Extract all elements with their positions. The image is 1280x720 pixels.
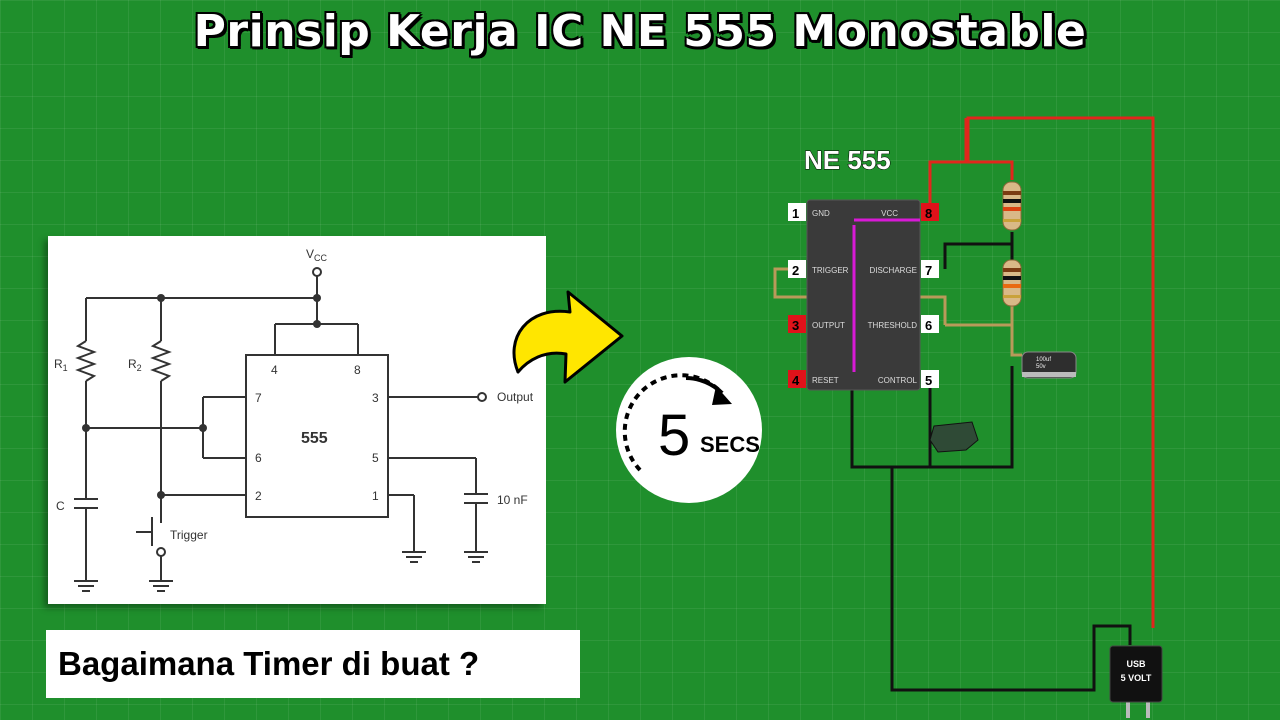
- c-label: C: [56, 499, 65, 513]
- ceramic-capacitor: [929, 421, 979, 453]
- pin5-label: 5: [372, 451, 379, 465]
- pin-2: 2 TRIGGER: [788, 260, 849, 278]
- pin-6: 6 THRESHOLD: [868, 315, 939, 333]
- timer-badge: 5 SECS: [616, 357, 762, 503]
- pin-5: 5 CONTROL: [878, 370, 939, 388]
- svg-text:2: 2: [792, 263, 799, 278]
- svg-text:4: 4: [792, 373, 800, 388]
- svg-text:8: 8: [925, 206, 932, 221]
- pin-6-label: THRESHOLD: [868, 321, 918, 330]
- svg-text:3: 3: [792, 318, 799, 333]
- pin1-label: 1: [372, 489, 379, 503]
- pin-8-label: VCC: [881, 209, 898, 218]
- pin-7-label: DISCHARGE: [869, 266, 917, 275]
- svg-text:100uf: 100uf: [1036, 357, 1051, 363]
- pin-8: 8 VCC: [881, 203, 939, 221]
- timer-arrow-icon: [712, 386, 732, 405]
- r2-label: R2: [128, 357, 142, 373]
- curved-arrow-icon: [512, 290, 624, 384]
- svg-text:1: 1: [792, 206, 799, 221]
- caption-box: Bagaimana Timer di buat ?: [46, 630, 580, 698]
- cap-10nf-label: 10 nF: [497, 493, 528, 507]
- svg-text:6: 6: [925, 318, 932, 333]
- pin-4-label: RESET: [812, 376, 839, 385]
- pin-7: 7 DISCHARGE: [869, 260, 939, 278]
- timer-unit: SECS: [700, 432, 760, 457]
- page-title: Prinsip Kerja IC NE 555 Monostable: [193, 6, 1087, 57]
- pin2-label: 2: [255, 489, 262, 503]
- svg-text:USB: USB: [1126, 659, 1146, 669]
- svg-text:7: 7: [925, 263, 932, 278]
- chip-555-label: 555: [301, 430, 328, 447]
- pin-3: 3 OUTPUT: [788, 315, 845, 333]
- pin8-label: 8: [354, 363, 361, 377]
- svg-text:5: 5: [925, 373, 932, 388]
- pin4-label: 4: [271, 363, 278, 377]
- caption-text: Bagaimana Timer di buat ?: [58, 645, 480, 682]
- ic-chip-body: [807, 200, 920, 390]
- output-label: Output: [497, 390, 534, 404]
- pin6-label: 6: [255, 451, 262, 465]
- pin-1: 1 GND: [788, 203, 830, 221]
- electrolytic-capacitor: 100uf 50v: [1021, 351, 1077, 379]
- pin-3-label: OUTPUT: [812, 321, 845, 330]
- vcc-label: VCC: [306, 247, 328, 263]
- timer-number: 5: [658, 403, 690, 468]
- resistor-2: [1002, 259, 1022, 307]
- pin-2-label: TRIGGER: [812, 266, 849, 275]
- pin-4: 4 RESET: [788, 370, 839, 388]
- pin-1-label: GND: [812, 209, 830, 218]
- trigger-label: Trigger: [170, 528, 208, 542]
- ne555-title: NE 555: [804, 145, 891, 175]
- schematic-diagram: VCC R1 R2 C Trigger Output 10 nF 4 8 7 3…: [54, 247, 534, 592]
- r1-label: R1: [54, 357, 68, 373]
- schematic-panel: VCC R1 R2 C Trigger Output 10 nF 4 8 7 3…: [48, 236, 546, 604]
- pin7-label: 7: [255, 391, 262, 405]
- pin3-label: 3: [372, 391, 379, 405]
- svg-text:50v: 50v: [1036, 364, 1046, 370]
- pin-5-label: CONTROL: [878, 376, 918, 385]
- svg-text:5 VOLT: 5 VOLT: [1121, 673, 1152, 683]
- usb-power-module: USB 5 VOLT: [1109, 645, 1163, 718]
- resistor-1: [1002, 181, 1022, 231]
